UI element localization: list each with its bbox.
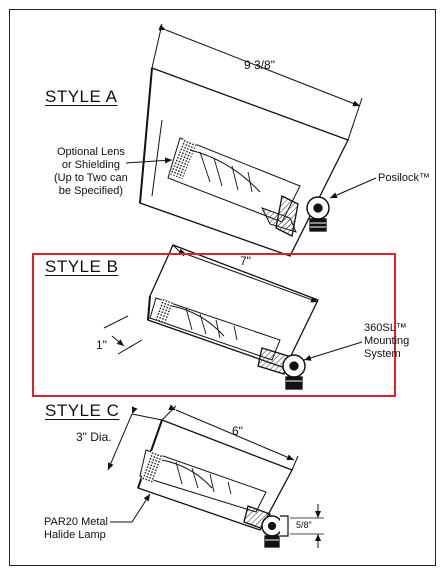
lamp-line-1: PAR20 Metal bbox=[44, 516, 108, 528]
style-c-title: STYLE C bbox=[45, 401, 120, 420]
highlight-box bbox=[32, 253, 396, 397]
style-c-fixture bbox=[137, 419, 293, 548]
mounting-line-1: 360SL™ bbox=[364, 322, 407, 334]
lens-line-3: (Up to Two can bbox=[54, 172, 128, 184]
style-a-fixture bbox=[139, 67, 349, 257]
mounting-line-2: Mounting bbox=[364, 335, 410, 347]
style-a-dimension: 9 3/8" bbox=[244, 58, 275, 72]
style-b-dimension: 7" bbox=[240, 254, 251, 268]
lens-line-1: Optional Lens bbox=[56, 146, 125, 158]
style-a-title: STYLE A bbox=[45, 87, 118, 106]
style-c-dimension: 6" bbox=[232, 424, 243, 438]
lamp-callout: PAR20 Metal Halide Lamp bbox=[44, 516, 108, 542]
posilock-callout: Posilock™ bbox=[378, 172, 430, 184]
lens-line-4: be Specified) bbox=[58, 185, 123, 197]
mounting-callout: 360SL™ Mounting System bbox=[364, 322, 409, 361]
style-b-title: STYLE B bbox=[45, 257, 119, 276]
mounting-line-3: System bbox=[364, 348, 401, 360]
lens-line-2: or Shielding bbox=[61, 159, 120, 171]
style-b-offset: 1" bbox=[96, 338, 107, 352]
style-c-small-dim: 5/8" bbox=[296, 520, 312, 530]
drawing-frame bbox=[9, 9, 436, 566]
lens-callout: Optional Lens or Shielding (Up to Two ca… bbox=[54, 146, 128, 198]
style-c-diameter: 3" Dia. bbox=[76, 430, 112, 444]
style-b-fixture bbox=[147, 244, 319, 390]
lamp-line-2: Halide Lamp bbox=[44, 529, 106, 541]
